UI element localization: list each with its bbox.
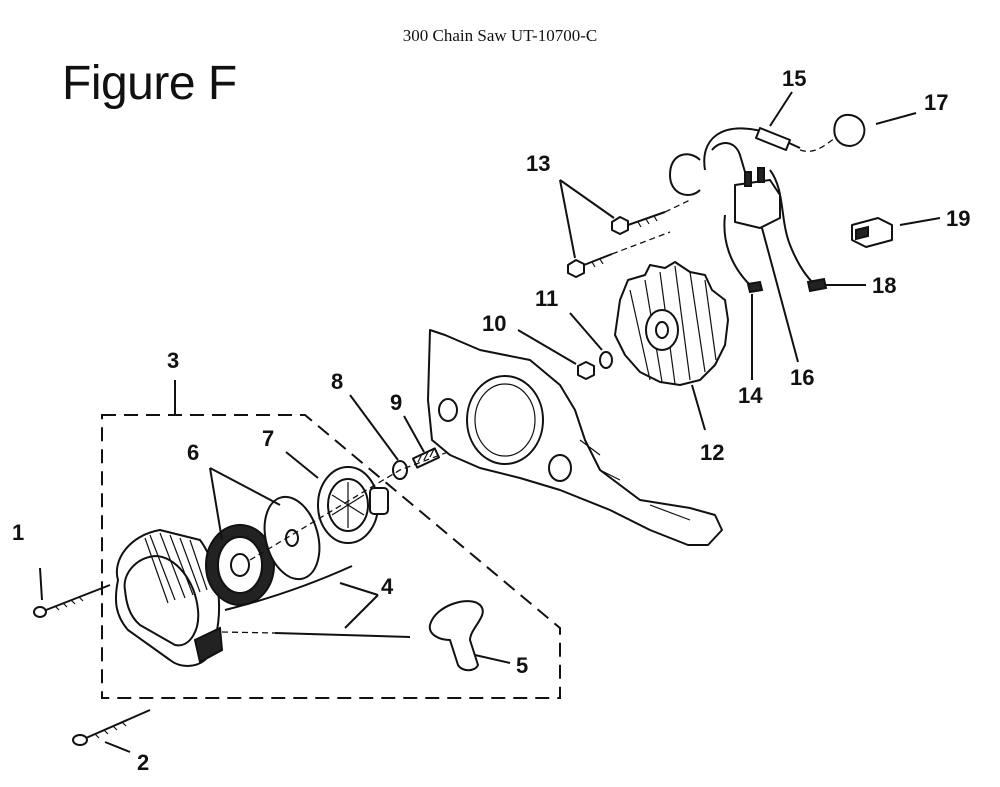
callout-4: 4 (381, 574, 394, 599)
spark-plug-lead (703, 127, 801, 171)
callout-1: 1 (12, 520, 24, 545)
spring-washer (263, 495, 321, 581)
leader-4b (339, 582, 379, 596)
starter-pulley (317, 466, 389, 544)
starter-housing (114, 529, 224, 667)
leader-6a (209, 467, 223, 541)
leader-17 (875, 112, 917, 125)
leader-10 (517, 329, 577, 365)
flywheel (614, 261, 729, 386)
leader-12 (691, 384, 706, 431)
leader-9 (403, 415, 425, 453)
stop-switch (851, 217, 893, 248)
engine-housing (427, 329, 723, 546)
callout-10: 10 (482, 311, 506, 336)
spark-plug-boot (799, 113, 866, 152)
leader-19 (899, 217, 941, 226)
callout-7: 7 (262, 426, 274, 451)
starter-handle (428, 600, 484, 672)
callout-2: 2 (137, 750, 149, 775)
leader-15 (769, 91, 793, 127)
starter-assembly-boundary (101, 414, 561, 699)
callout-9: 9 (390, 390, 402, 415)
callout-13: 13 (526, 151, 550, 176)
leader-13b (559, 179, 576, 259)
leader-5 (474, 654, 511, 664)
callout-6: 6 (187, 440, 199, 465)
screw-9 (412, 447, 440, 469)
screw-axis (611, 199, 691, 255)
callout-8: 8 (331, 369, 343, 394)
callout-18: 18 (872, 273, 896, 298)
ignition-module (668, 142, 816, 286)
leader-7 (285, 451, 319, 479)
leader-6b (209, 467, 281, 506)
leader-16 (761, 227, 799, 363)
washer-11 (599, 351, 613, 369)
starter-rope (221, 565, 411, 638)
callout-15: 15 (782, 66, 806, 91)
page-title: 300 Chain Saw UT-10700-C (402, 26, 598, 45)
leader-13a (559, 179, 615, 219)
leader-8 (349, 394, 399, 461)
screw-1 (33, 567, 111, 618)
leader-11 (569, 312, 603, 351)
callout-11: 11 (535, 286, 558, 311)
ground-terminal (746, 280, 764, 294)
callout-14: 14 (738, 383, 763, 408)
switch-terminal (806, 277, 828, 293)
leader-4a (344, 594, 379, 629)
screw-2 (72, 709, 151, 753)
callout-12: 12 (700, 440, 724, 465)
figure-label: Figure F (62, 57, 237, 110)
callout-17: 17 (924, 90, 948, 115)
screw-13 (567, 211, 666, 278)
callout-5: 5 (516, 653, 528, 678)
callout-19: 19 (946, 206, 970, 231)
callout-16: 16 (790, 365, 814, 390)
rewind-pulley (205, 524, 275, 606)
callout-3: 3 (167, 348, 179, 373)
nut-10 (577, 361, 595, 380)
